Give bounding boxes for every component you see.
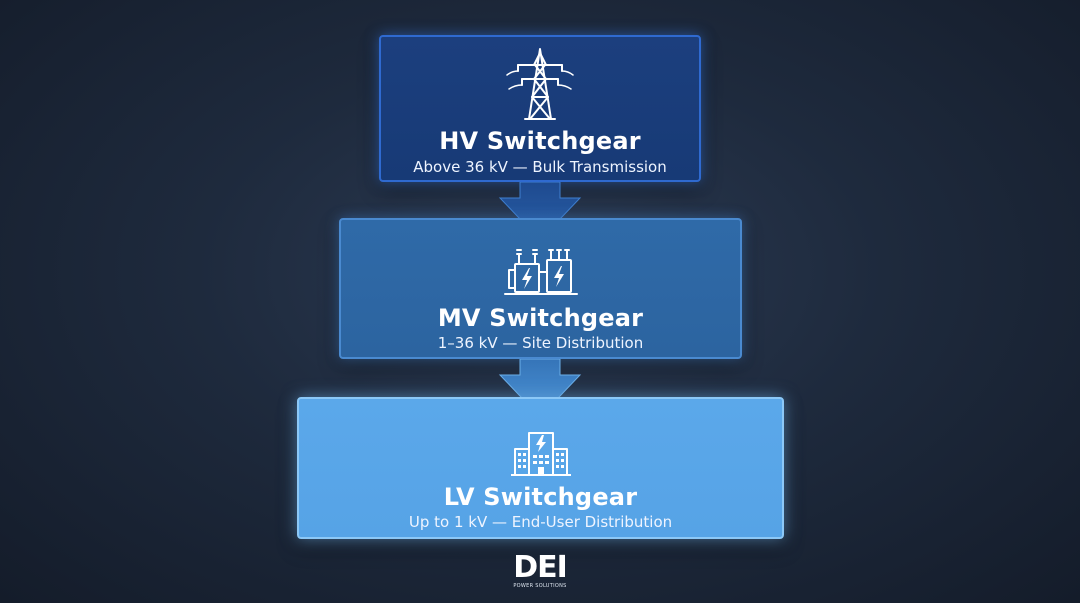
lv-subtitle: Up to 1 kV — End-User Distribution xyxy=(408,513,673,531)
powered-building-icon xyxy=(509,429,573,483)
logo-mark: DEI xyxy=(513,550,568,585)
dei-logo: DEI POWER SOLUTIONS xyxy=(508,553,572,593)
lv-switchgear-box: LV Switchgear Up to 1 kV — End-User Dist… xyxy=(297,397,784,539)
hv-switchgear-box: HV Switchgear Above 36 kV — Bulk Transmi… xyxy=(379,35,701,182)
transmission-tower-icon xyxy=(505,45,575,127)
down-arrow-icon xyxy=(498,359,582,418)
mv-subtitle: 1–36 kV — Site Distribution xyxy=(437,334,644,352)
lv-title: LV Switchgear xyxy=(443,483,638,511)
hv-subtitle: Above 36 kV — Bulk Transmission xyxy=(413,158,667,176)
substation-transformer-icon xyxy=(503,246,579,302)
logo-tagline: POWER SOLUTIONS xyxy=(513,583,567,589)
mv-title: MV Switchgear xyxy=(437,304,644,332)
hv-title: HV Switchgear xyxy=(439,127,641,155)
mv-switchgear-box: MV Switchgear 1–36 kV — Site Distributio… xyxy=(339,218,742,359)
